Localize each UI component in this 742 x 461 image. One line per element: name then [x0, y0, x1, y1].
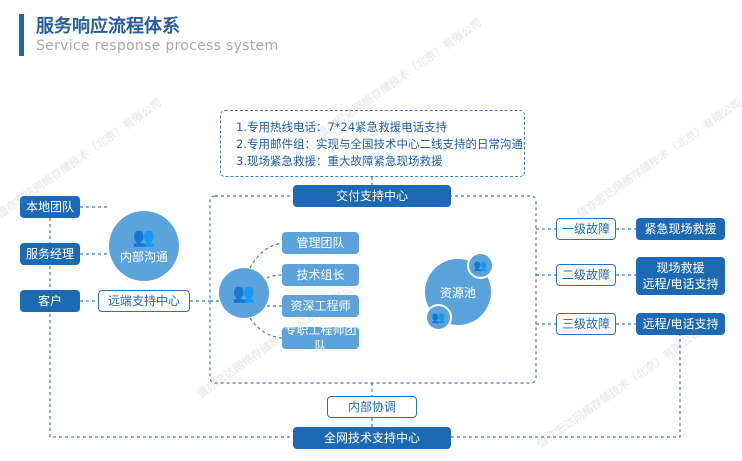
- service-manager-box: 服务经理: [20, 243, 80, 265]
- note-item: 3.现场紧急救援：重大故障紧急现场救援: [236, 154, 443, 168]
- resource-pool-label: 资源池: [439, 285, 476, 300]
- local-team-box: 本地团队: [20, 196, 80, 218]
- note-item: 2.专用邮件组：实现与全国技术中心二线支持的日常沟通: [236, 137, 523, 151]
- national-center-box: 全网技术支持中心: [293, 427, 451, 449]
- delivery-center-box: 交付支持中心: [293, 185, 451, 207]
- remote-center-box: 远端支持中心: [98, 290, 190, 312]
- fault-action-1: 紧急现场救援: [636, 218, 725, 240]
- team-circle: 👥: [219, 268, 269, 318]
- team-box: 技术组长: [282, 264, 359, 286]
- page-title: 服务响应流程体系: [36, 16, 180, 37]
- support-notes: 1.专用热线电话：7*24紧急救援电话支持 2.专用邮件组：实现与全国技术中心二…: [220, 110, 525, 177]
- fault-level-3: 三级故障: [556, 313, 616, 335]
- team-box: 专职工程师团队: [282, 323, 359, 353]
- internal-coord-box: 内部协调: [327, 396, 417, 418]
- customer-box: 客户: [20, 290, 80, 312]
- page-subtitle: Service response process system: [36, 38, 279, 54]
- team-box: 资深工程师: [282, 295, 359, 317]
- fault-level-1: 一级故障: [556, 218, 616, 240]
- internal-comm-label: 内部沟通: [119, 249, 168, 264]
- fault-action-line: 现场救援: [656, 261, 705, 275]
- fault-action-2: 现场救援 远程/电话支持: [636, 257, 725, 295]
- people-icon: 👥: [467, 252, 494, 279]
- fault-action-3: 远程/电话支持: [636, 313, 725, 335]
- people-icon: 👥: [132, 226, 156, 248]
- fault-action-line: 远程/电话支持: [642, 277, 719, 291]
- people-icon: 👥: [425, 304, 452, 331]
- team-box: 管理团队: [282, 232, 359, 254]
- title-accent-bar: [19, 14, 24, 56]
- people-icon: 👥: [232, 282, 256, 304]
- internal-comm-circle: 👥 内部沟通: [109, 211, 179, 281]
- fault-level-2: 二级故障: [556, 264, 616, 286]
- note-item: 1.专用热线电话：7*24紧急救援电话支持: [236, 120, 448, 134]
